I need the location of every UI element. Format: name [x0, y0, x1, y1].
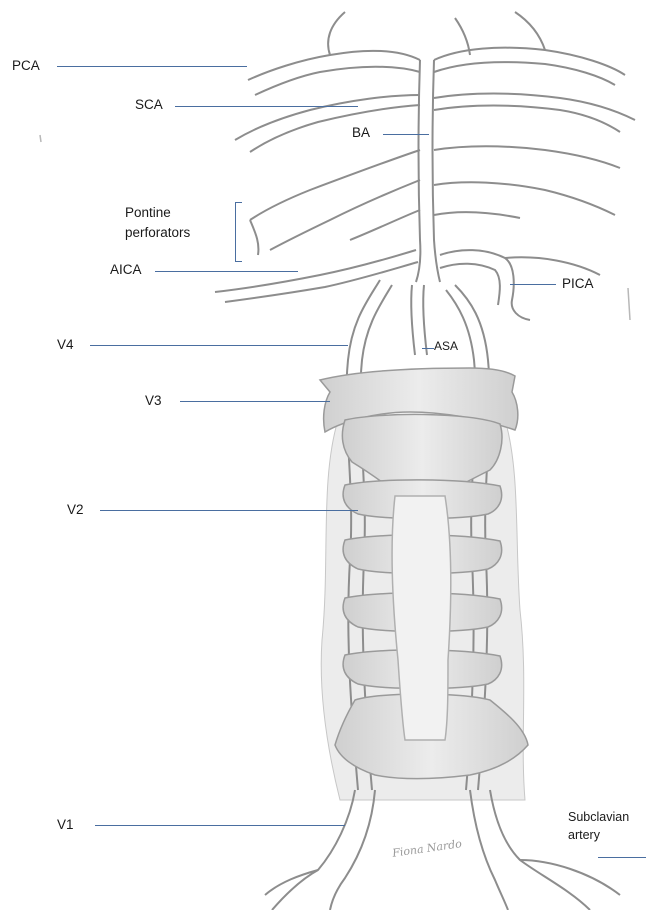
asa-leader-line — [422, 348, 434, 349]
subclavian-leader-line — [598, 857, 646, 858]
v4-label: V4 — [57, 337, 74, 354]
v2-leader-line — [100, 510, 358, 511]
pica-leader-line — [510, 284, 556, 285]
aica-label: AICA — [110, 262, 142, 279]
vertebral-body-column — [392, 496, 451, 740]
v3-label: V3 — [145, 393, 162, 410]
subclavian-artery-label-line1: Subclavian — [568, 810, 629, 826]
aica-leader-line — [155, 271, 298, 272]
pca-leader-line — [57, 66, 247, 67]
sca-label: SCA — [135, 97, 163, 114]
sca-leader-line — [175, 106, 358, 107]
ba-label: BA — [352, 125, 370, 142]
asa-label: ASA — [434, 339, 458, 354]
pontine-bracket — [235, 202, 242, 262]
v3-leader-line — [180, 401, 330, 402]
v1-label: V1 — [57, 817, 74, 834]
v2-label: V2 — [67, 502, 84, 519]
v1-leader-line — [95, 825, 345, 826]
pca-label: PCA — [12, 58, 40, 75]
pica-label: PICA — [562, 276, 594, 293]
basilar-system — [215, 12, 635, 355]
ba-leader-line — [383, 134, 429, 135]
v4-leader-line — [90, 345, 348, 346]
pontine-perforators-label-line2: perforators — [125, 225, 190, 242]
subclavian-artery-label-line2: artery — [568, 828, 600, 844]
pontine-perforators-label-line1: Pontine — [125, 205, 171, 222]
